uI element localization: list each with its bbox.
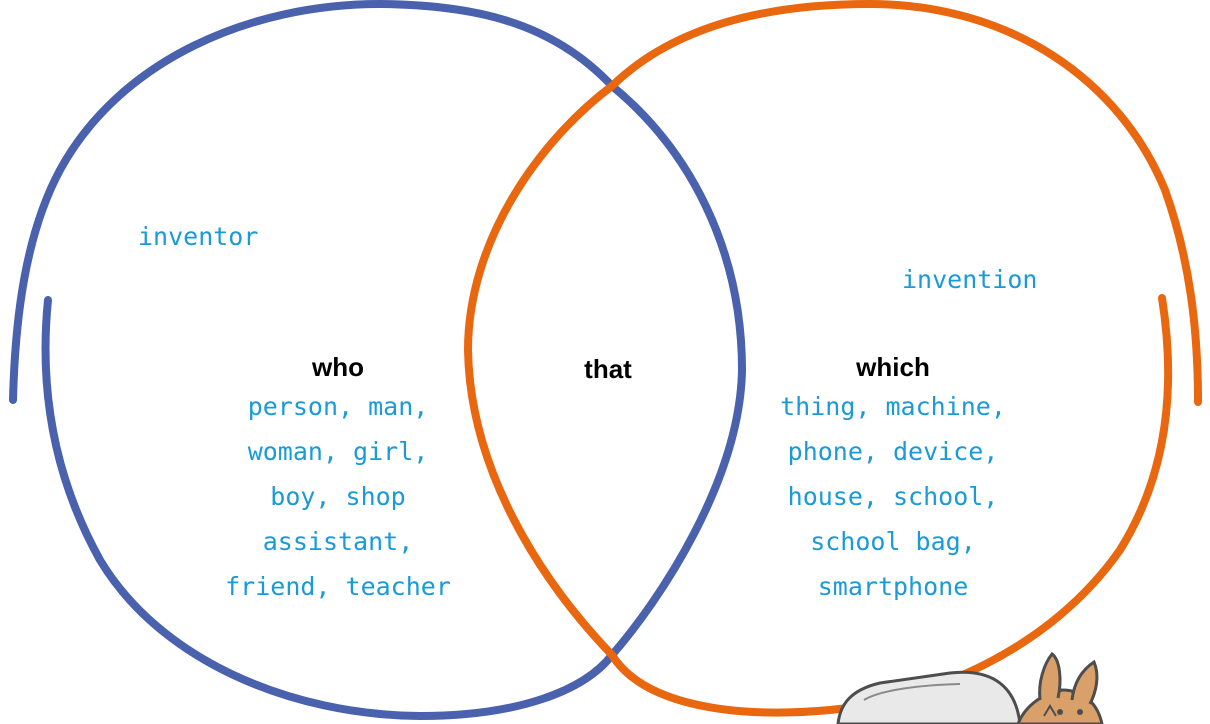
left-word-list: person, man, woman, girl, boy, shop assi… (203, 384, 473, 609)
left-circle (9, 0, 747, 721)
list-item: woman, girl, (247, 437, 429, 466)
who-heading: who (312, 352, 364, 382)
list-item: house, school, (787, 482, 999, 511)
list-item: school bag, (810, 527, 976, 556)
list-item: phone, device, (787, 437, 999, 466)
right-circle (463, 0, 1202, 717)
list-item: person, man, (247, 392, 429, 421)
that-heading: that (584, 354, 632, 384)
list-item: friend, teacher (225, 572, 451, 601)
list-item: assistant, (262, 527, 414, 556)
list-item: boy, shop (270, 482, 406, 511)
list-item: thing, machine, (780, 392, 1006, 421)
cartoon-character-peeking-icon (836, 651, 1104, 724)
list-item: smartphone (817, 572, 969, 601)
right-note: invention (902, 265, 1038, 294)
right-word-list: thing, machine, phone, device, house, sc… (758, 384, 1028, 609)
which-heading: which (856, 352, 930, 382)
left-note: inventor (138, 222, 259, 251)
